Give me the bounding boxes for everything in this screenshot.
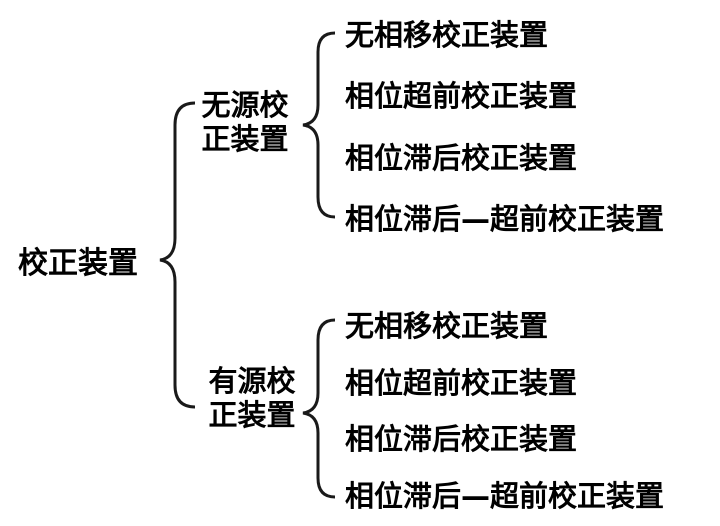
leaf-item: 无相移校正装置 bbox=[345, 18, 549, 52]
group-label-passive: 无源校 正装置 bbox=[190, 88, 300, 156]
leaf-item: 无相移校正装置 bbox=[345, 309, 549, 343]
root-bracket bbox=[159, 101, 196, 409]
group2-bracket bbox=[302, 318, 336, 499]
leaf-item: 相位滞后校正装置 bbox=[345, 422, 578, 456]
root-label: 校正装置 bbox=[18, 246, 138, 281]
leaf-item: 相位超前校正装置 bbox=[345, 79, 578, 113]
leaf-item: 相位滞后—超前校正装置 bbox=[345, 479, 665, 513]
group1-bracket bbox=[302, 31, 336, 219]
group-label-line: 有源校 bbox=[208, 364, 296, 398]
group-label-active: 有源校 正装置 bbox=[197, 364, 307, 432]
leaf-item: 相位超前校正装置 bbox=[345, 366, 578, 400]
leaf-item: 相位滞后校正装置 bbox=[345, 141, 578, 175]
group-label-line: 无源校 bbox=[201, 88, 289, 122]
group-label-line: 正装置 bbox=[201, 122, 289, 156]
leaf-item: 相位滞后—超前校正装置 bbox=[345, 202, 665, 236]
group-label-line: 正装置 bbox=[208, 398, 296, 432]
